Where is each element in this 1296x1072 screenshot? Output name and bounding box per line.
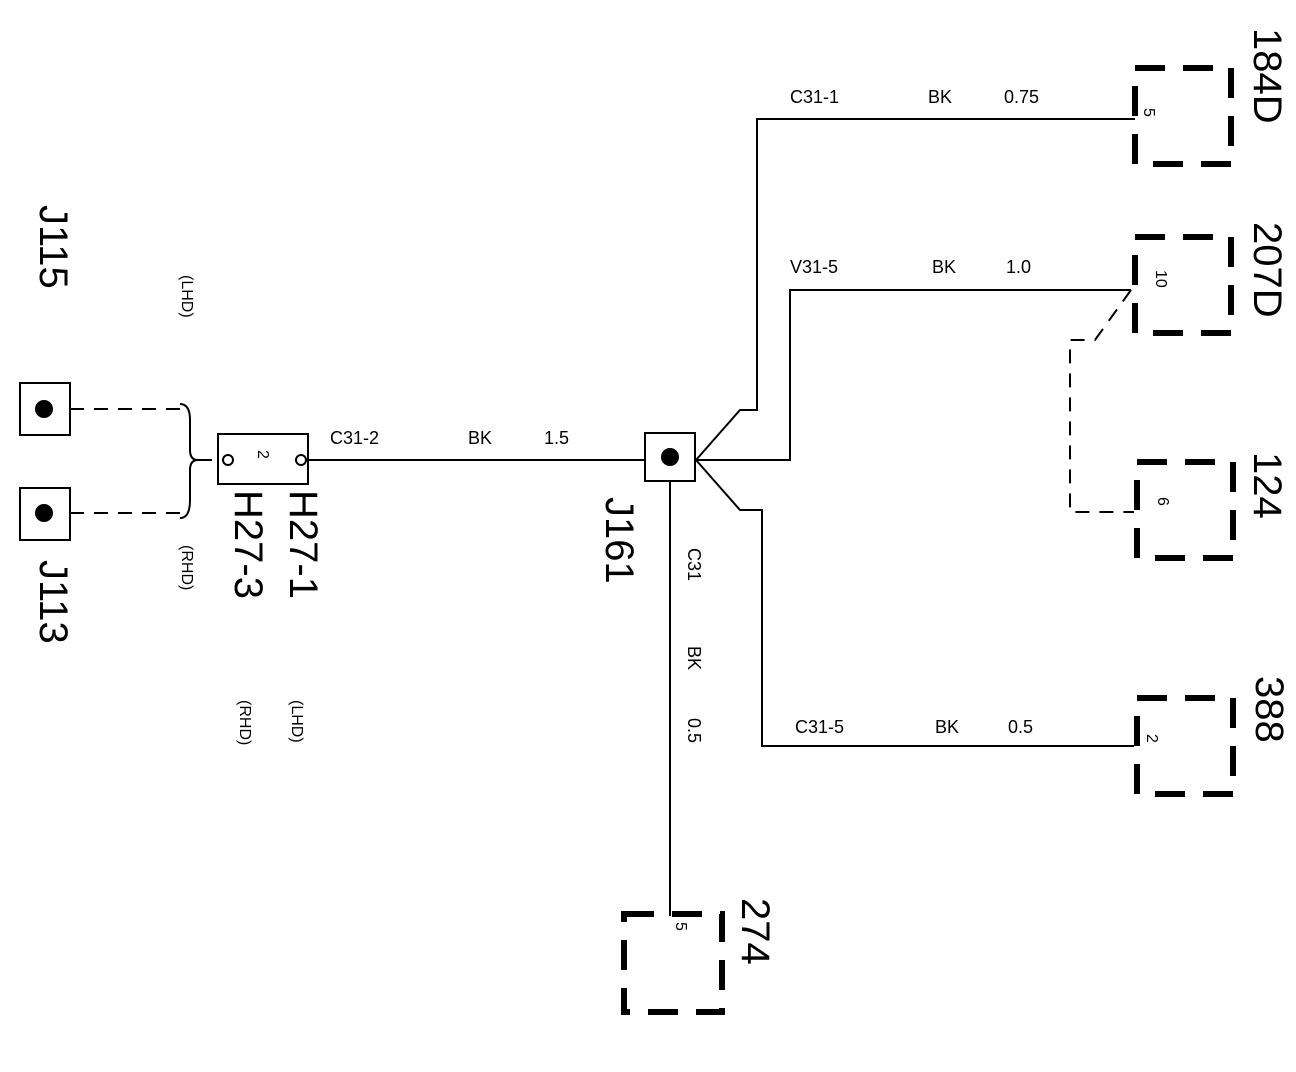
wire-207d-id: V31-5 [790, 257, 838, 277]
rhd-note-j113: (RHD) [178, 545, 195, 590]
connector-207d-pin: 10 [1152, 270, 1169, 288]
wire-388-color: BK [935, 717, 959, 737]
j115-terminal-box [19, 382, 71, 436]
dashed-link-207d-124 [1069, 289, 1134, 513]
wire-207d[interactable] [696, 289, 1131, 461]
main-wire-id: C31-2 [330, 428, 379, 448]
j115-terminal-dot [35, 400, 53, 418]
connector-124-outline [1134, 459, 1236, 561]
connector-388-label: 388 [1247, 676, 1291, 743]
connector-388[interactable]: 2 [1134, 695, 1236, 797]
connector-207d-label: 207D [1245, 222, 1289, 318]
j113-ground-point[interactable] [19, 487, 71, 541]
h27-left-pin [222, 454, 234, 466]
h27-1-label: H27-1 [281, 490, 325, 599]
connector-184d-label: 184D [1245, 28, 1289, 124]
wire-274-color: BK [684, 646, 704, 670]
connector-274-pin: 5 [672, 922, 689, 931]
wire-388[interactable] [695, 459, 1134, 747]
connector-124-pin: 6 [1154, 497, 1171, 506]
j161-label: J161 [597, 497, 641, 584]
connector-124[interactable]: 6 [1134, 459, 1236, 561]
connector-274[interactable]: 5 [621, 911, 725, 1015]
h27-pin-number: 2 [254, 450, 271, 459]
connector-274-outline [621, 911, 725, 1015]
wire-274-id: C31 [684, 548, 704, 581]
lhd-note-j115: (LHD) [178, 275, 195, 318]
j115-ground-point[interactable] [19, 382, 71, 436]
main-wire-color: BK [468, 428, 492, 448]
connector-274-label: 274 [733, 898, 777, 965]
j115-label: J115 [31, 205, 75, 289]
wire-184d-gauge: 0.75 [1004, 87, 1039, 107]
connector-184d[interactable]: 5 [1132, 65, 1234, 167]
h27-connector[interactable]: 2 [217, 433, 309, 485]
connector-184d-outline [1132, 65, 1234, 167]
wire-207d-color: BK [932, 257, 956, 277]
main-wire-gauge: 1.5 [544, 428, 569, 448]
connector-124-label: 124 [1245, 452, 1289, 519]
wire-388-id: C31-5 [795, 717, 844, 737]
j113-label: J113 [31, 560, 75, 644]
connector-184d-pin: 5 [1140, 108, 1157, 117]
wire-207d-gauge: 1.0 [1006, 257, 1031, 277]
wire-274-gauge: 0.5 [684, 718, 704, 743]
h27-right-pin [295, 454, 307, 466]
wire-184d-color: BK [928, 87, 952, 107]
j161-splice-dot [661, 448, 679, 466]
connector-388-pin: 2 [1143, 734, 1160, 743]
j113-terminal-dot [35, 504, 53, 522]
wire-388-gauge: 0.5 [1008, 717, 1033, 737]
wire-184d-id: C31-1 [790, 87, 839, 107]
rhd-note-h27: (RHD) [236, 700, 253, 745]
connector-388-outline [1134, 695, 1236, 797]
lhd-note-h27: (LHD) [288, 700, 305, 743]
h27-3-label: H27-3 [226, 490, 270, 599]
connector-207d-outline [1132, 234, 1234, 336]
option-brace [179, 403, 199, 519]
j161-splice[interactable] [644, 432, 696, 482]
wire-184d[interactable] [695, 118, 1135, 461]
connector-207d[interactable]: 10 [1132, 234, 1234, 336]
